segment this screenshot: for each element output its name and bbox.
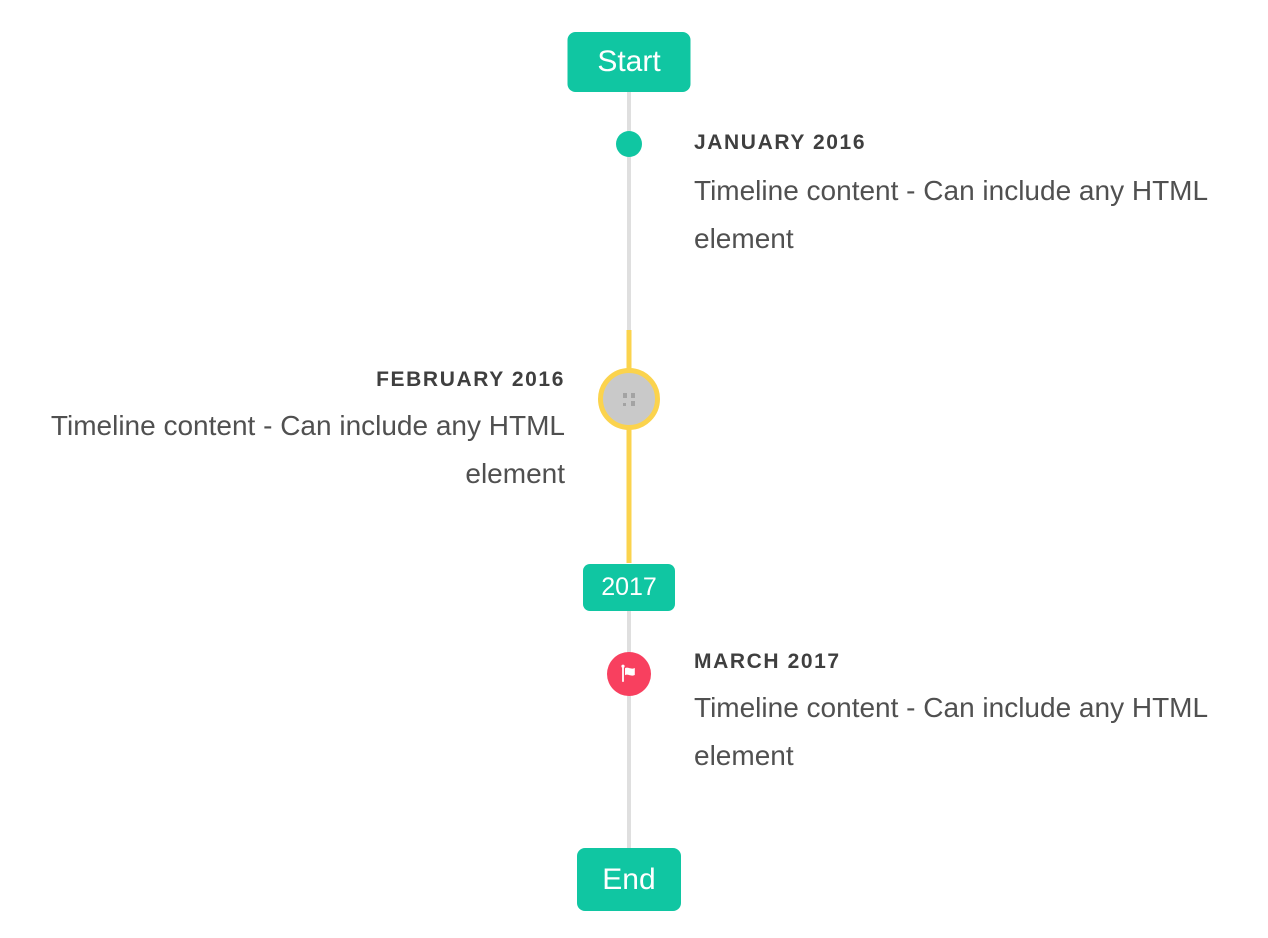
timeline-point-march[interactable] xyxy=(607,652,651,696)
timeline-item-content: Timeline content - Can include any HTML … xyxy=(50,410,565,489)
timeline-point-january[interactable] xyxy=(616,131,642,157)
timeline-item-title: JANUARY 2016 xyxy=(694,131,867,154)
year-badge: 2017 xyxy=(583,564,675,611)
timeline-line-segment-bottom xyxy=(627,611,631,848)
timeline-item-content: Timeline content - Can include any HTML … xyxy=(694,692,1208,771)
timeline-line-segment-top xyxy=(627,92,631,330)
end-button[interactable]: End xyxy=(577,848,681,911)
timeline-item-content: Timeline content - Can include any HTML … xyxy=(694,175,1208,254)
start-button[interactable]: Start xyxy=(567,32,691,92)
broken-image-icon xyxy=(623,392,635,406)
timeline-line-highlight-segment xyxy=(626,330,632,563)
flag-icon xyxy=(621,664,635,682)
timeline-point-february-selected[interactable] xyxy=(598,368,660,430)
timeline-item-title: FEBRUARY 2016 xyxy=(376,368,565,391)
timeline-item-title: MARCH 2017 xyxy=(694,650,841,673)
